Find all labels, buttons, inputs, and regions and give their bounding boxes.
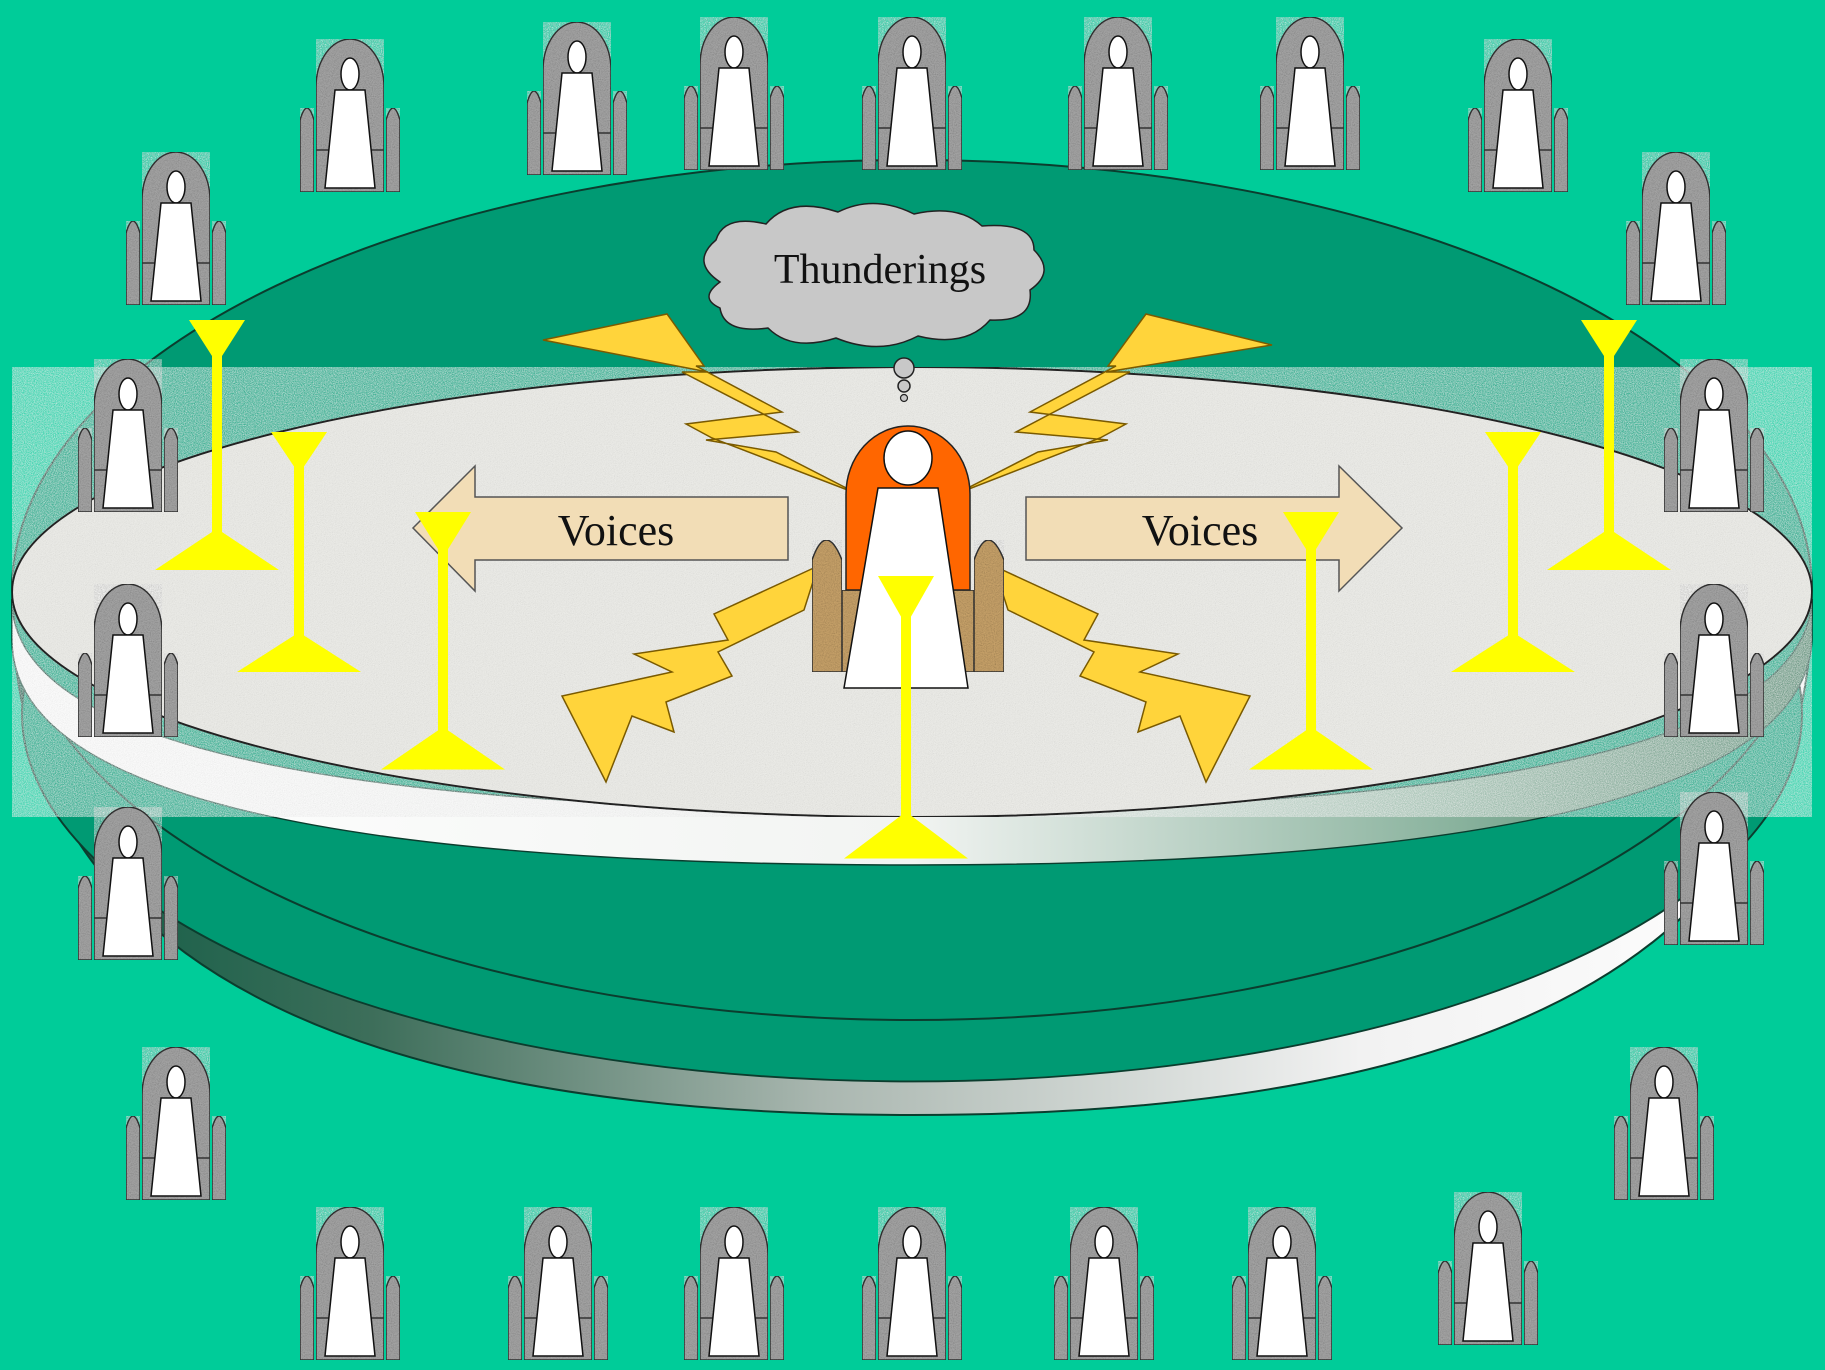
lightning-icon — [560, 564, 820, 784]
lightning-icon — [542, 313, 859, 495]
voices-arrow-left: Voices — [411, 464, 789, 593]
thunder-cloud: Thunderings — [703, 202, 1045, 403]
lightning-icon — [955, 313, 1273, 495]
voices-label-right: Voices — [1142, 506, 1259, 555]
lightning-icon — [992, 564, 1252, 784]
thunderings-label: Thunderings — [774, 247, 986, 293]
voices-label-left: Voices — [558, 506, 675, 555]
